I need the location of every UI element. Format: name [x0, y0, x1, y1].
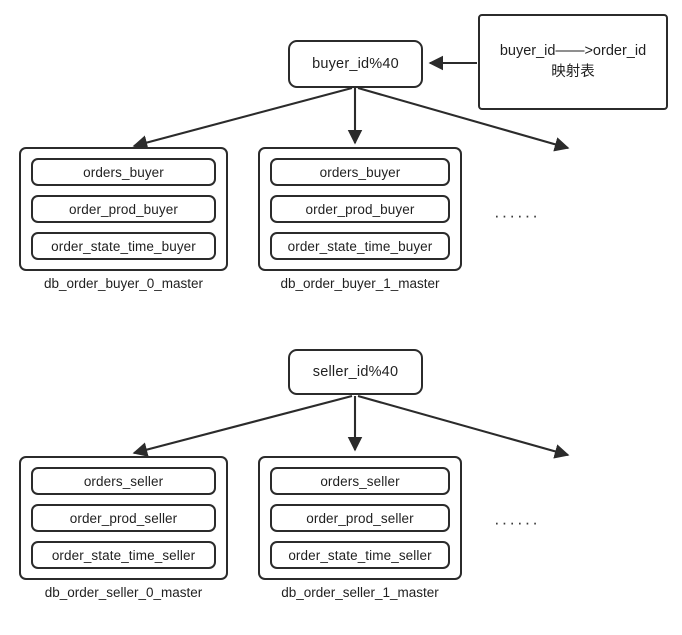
buyer-shard-key-box[interactable]: buyer_id%40: [288, 40, 423, 88]
buyer-more-shards-ellipsis: ······: [494, 206, 540, 225]
seller-more-shards-ellipsis: ······: [494, 513, 540, 532]
table-row[interactable]: orders_seller: [31, 467, 216, 495]
table-row[interactable]: orders_buyer: [270, 158, 450, 186]
db-label-seller-1: db_order_seller_1_master: [281, 585, 439, 600]
db-group-buyer-0[interactable]: orders_buyer order_prod_buyer order_stat…: [19, 147, 228, 291]
db-label-seller-0: db_order_seller_0_master: [44, 585, 203, 600]
db-label-buyer-0: db_order_buyer_0_master: [43, 276, 204, 291]
seller-shard-key-box[interactable]: seller_id%40: [288, 349, 423, 395]
table-row[interactable]: order_prod_seller: [270, 504, 450, 532]
db-box-seller-1: orders_seller order_prod_seller order_st…: [258, 456, 462, 580]
edge-seller-key-to-db0: [132, 394, 353, 457]
db-label-buyer-1: db_order_buyer_1_master: [280, 276, 440, 291]
db-box-buyer-1: orders_buyer order_prod_buyer order_stat…: [258, 147, 462, 271]
db-box-seller-0: orders_seller order_prod_seller order_st…: [19, 456, 228, 580]
db-group-seller-1[interactable]: orders_seller order_prod_seller order_st…: [258, 456, 462, 600]
edge-seller-key-to-more: [357, 394, 570, 459]
table-row[interactable]: orders_buyer: [31, 158, 216, 186]
table-row[interactable]: order_prod_buyer: [270, 195, 450, 223]
table-row[interactable]: order_state_time_buyer: [31, 232, 216, 260]
table-row[interactable]: orders_seller: [270, 467, 450, 495]
seller-shard-key-label: seller_id%40: [312, 364, 399, 380]
buyer-shard-key-label: buyer_id%40: [312, 56, 399, 72]
db-group-buyer-1[interactable]: orders_buyer order_prod_buyer order_stat…: [258, 147, 462, 291]
table-row[interactable]: order_state_time_buyer: [270, 232, 450, 260]
buyer-order-mapping-table-box[interactable]: buyer_id——>order_id 映射表: [478, 14, 668, 110]
db-group-seller-0[interactable]: orders_seller order_prod_seller order_st…: [19, 456, 228, 600]
db-box-buyer-0: orders_buyer order_prod_buyer order_stat…: [19, 147, 228, 271]
table-row[interactable]: order_prod_buyer: [31, 195, 216, 223]
table-row[interactable]: order_prod_seller: [31, 504, 216, 532]
table-row[interactable]: order_state_time_seller: [270, 541, 450, 569]
table-row[interactable]: order_state_time_seller: [31, 541, 216, 569]
edge-buyer-key-to-db0: [132, 86, 353, 150]
mapping-table-caption: 映射表: [551, 64, 595, 80]
mapping-table-relation: buyer_id——>order_id: [499, 42, 647, 59]
